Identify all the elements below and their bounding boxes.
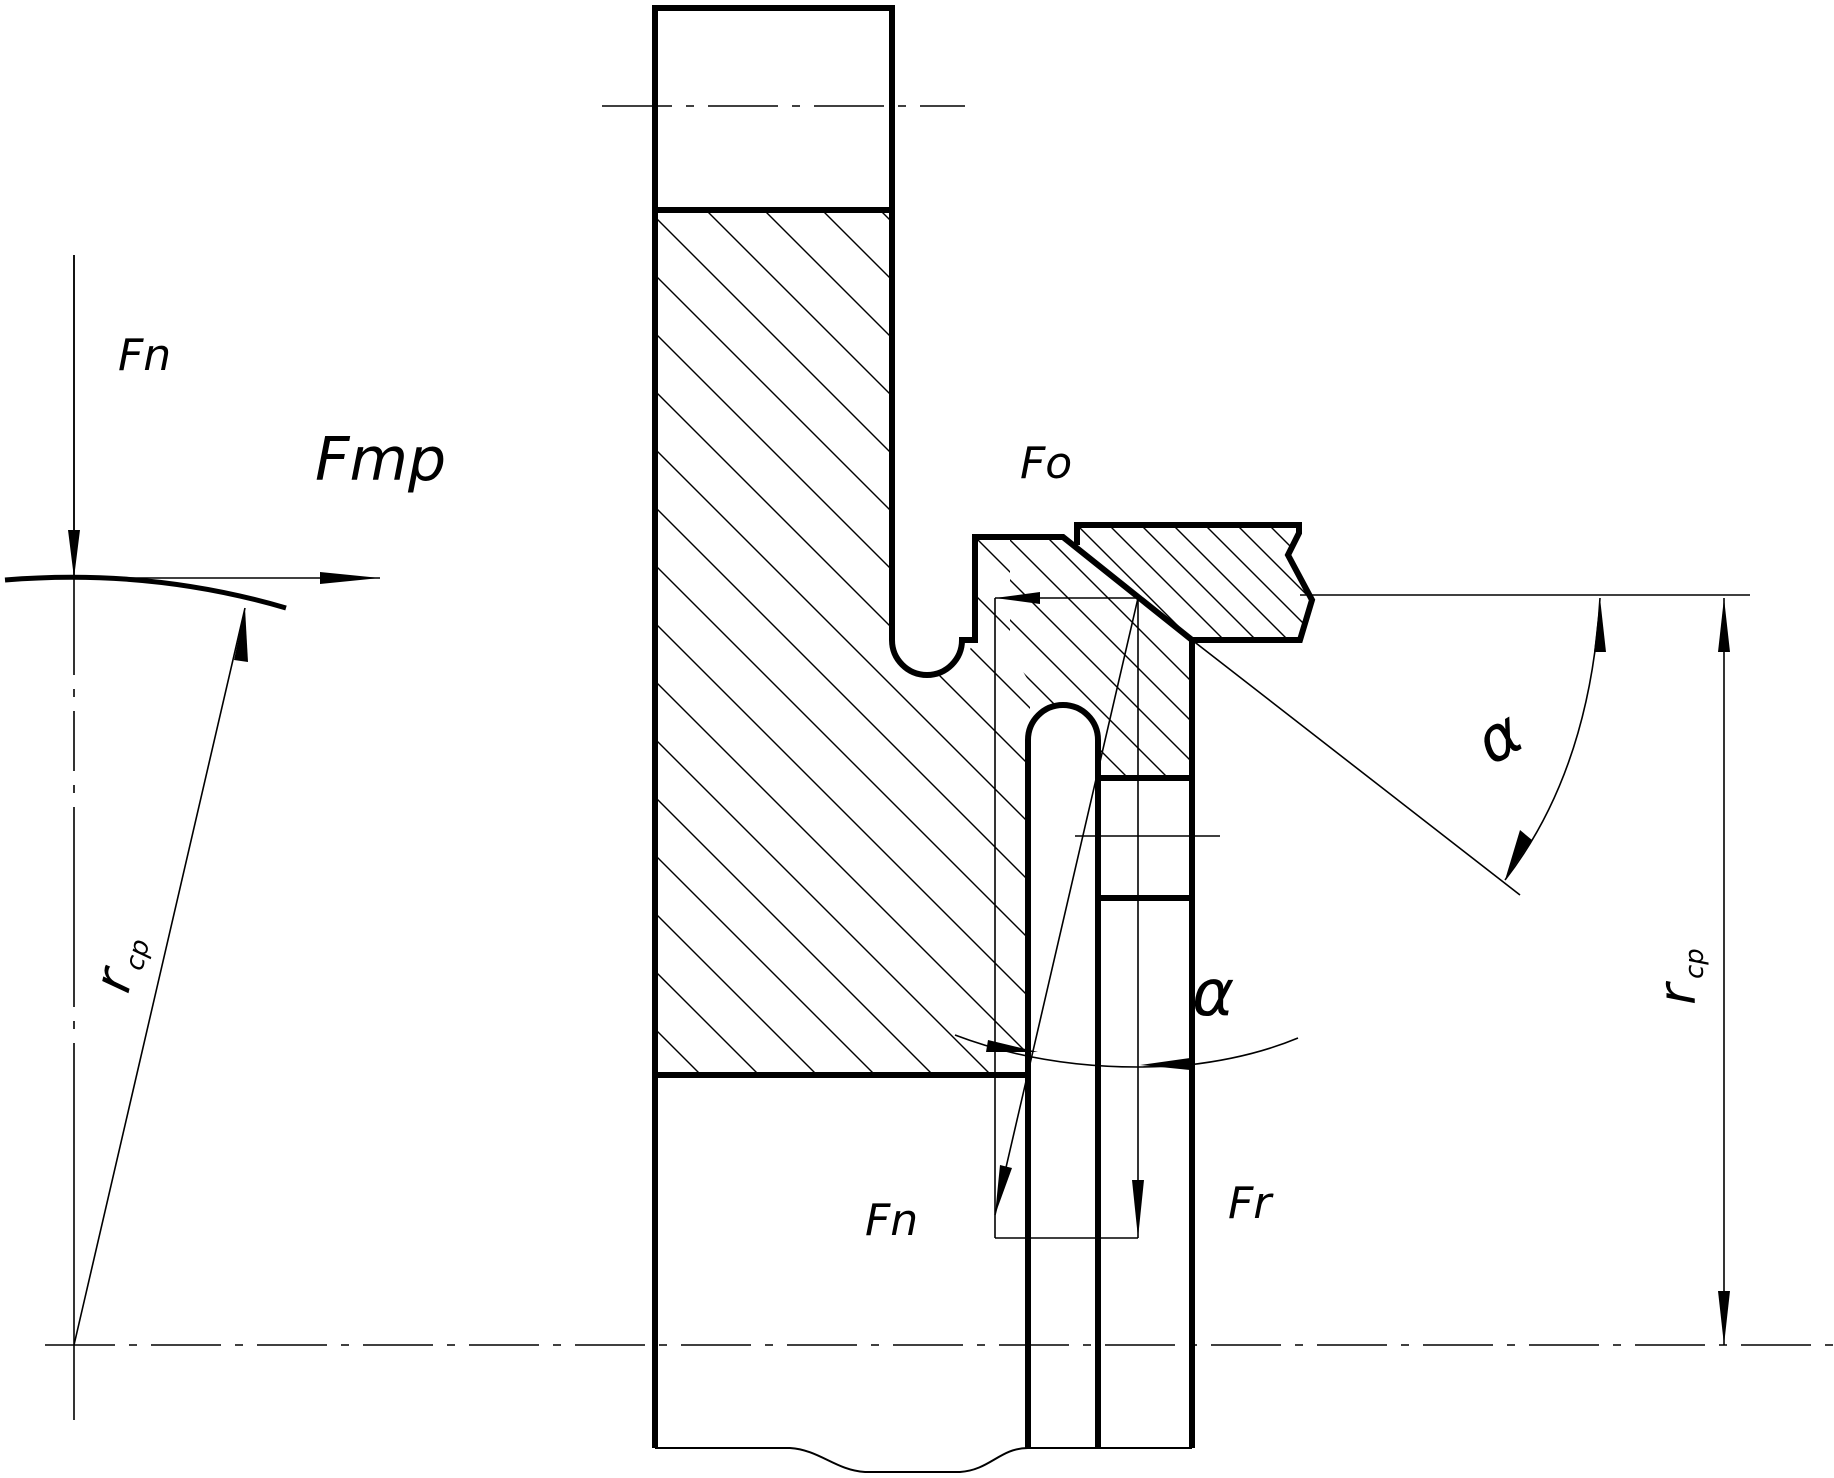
label-alpha-right: α [1463, 695, 1535, 779]
radius-right-arrow-top [1718, 598, 1730, 652]
label-r-right: r cp [1648, 948, 1710, 1005]
fr-arrowhead [1132, 1180, 1144, 1238]
inner-window [1095, 775, 1192, 901]
hatch-line [1157, 525, 1309, 640]
hatch-line [1285, 525, 1312, 640]
hatch-line [1093, 525, 1245, 640]
hatch-line [1189, 525, 1312, 640]
friction-arc [4, 574, 287, 611]
ftr-arrowhead [320, 572, 380, 584]
hatch-line [1010, 540, 1111, 778]
hatch-line [658, 210, 1007, 1075]
label-r-left: r cp [82, 936, 157, 998]
hatch-line [1077, 525, 1117, 640]
label-ftr: Fmp [315, 425, 446, 495]
hatch-line [1010, 540, 1190, 778]
hatch-line [1010, 540, 1190, 778]
hatch-line [658, 210, 833, 1075]
alpha-mid-arrow-left [986, 1040, 1038, 1052]
label-alpha-mid: α [1192, 957, 1234, 1031]
alpha-right-arrow-top [1594, 598, 1606, 652]
hatch-line [658, 210, 1030, 1075]
inner-sleeve [1025, 702, 1101, 1448]
svg-text:cp: cp [120, 936, 157, 973]
label-fn-bottom: Fn [865, 1195, 918, 1246]
hatch-line [658, 210, 1030, 1075]
cone-line [1191, 639, 1521, 896]
hatch-line [658, 210, 1030, 1075]
hatch-line [1010, 540, 1151, 778]
fn-bottom-arrowhead [995, 1165, 1012, 1215]
hatch-line [1189, 540, 1190, 778]
radius-left-arrowhead [234, 608, 248, 662]
hatch-line [658, 210, 717, 1075]
hatch-line [658, 210, 1030, 1075]
fn-bottom-vector [994, 597, 1139, 1216]
hatch-line [1253, 525, 1312, 640]
hatch-line [658, 210, 659, 1075]
hatch-line [658, 210, 949, 1075]
fo-arrowhead [995, 592, 1040, 604]
svg-text:cp: cp [1680, 948, 1710, 979]
alpha-right-arrow-bottom [1505, 830, 1532, 880]
hatch-line [710, 520, 990, 800]
hatch-line [658, 210, 1030, 1075]
hatch-line [1077, 525, 1181, 640]
hatch-line [869, 210, 1030, 1075]
hatch-line [1077, 525, 1085, 640]
fn-top-arrowhead [68, 530, 80, 578]
hatch-line [1221, 525, 1312, 640]
hatch-line [695, 210, 1030, 1075]
radius-left-vector [73, 607, 246, 1346]
hatch-line [1029, 540, 1190, 778]
hatch-line [658, 210, 891, 1075]
radius-right-arrow-bottom [1718, 1291, 1730, 1345]
label-fo: Fo [1020, 438, 1072, 489]
hatch-main-body [0, 200, 1834, 1090]
hatch-line [811, 210, 1030, 1075]
label-fn-top: Fn [118, 330, 171, 381]
bottom-break-line [655, 1447, 1192, 1473]
hatch-line [658, 210, 1030, 1075]
hatch-line [1010, 540, 1190, 778]
alpha-mid-arrow-right [1140, 1058, 1190, 1070]
hatch-line [0, 200, 600, 1090]
hatch-line [1318, 510, 1468, 660]
hatch-line [1125, 525, 1277, 640]
hatch-line [1044, 200, 1834, 1090]
pressure-ring [1074, 522, 1316, 643]
svg-text:r: r [1648, 980, 1708, 1005]
label-fr: Fr [1228, 1178, 1274, 1229]
hatch-line [1109, 540, 1190, 778]
main-body-outline [652, 210, 1195, 1448]
upper-window [652, 5, 895, 213]
